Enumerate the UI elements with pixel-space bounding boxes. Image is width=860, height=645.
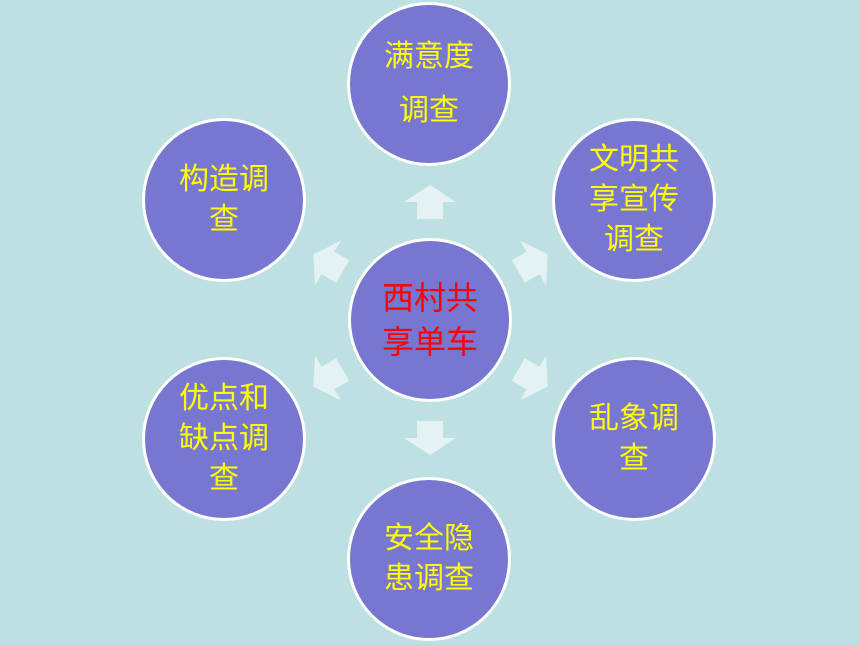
node-satisfaction-label: 满意度 调查 (384, 39, 474, 128)
arrow-down-icon (404, 421, 456, 455)
arrow-lower-right-icon (511, 355, 548, 401)
arrow-upper-left-icon (313, 240, 350, 286)
node-civilization-label: 文明共 享宣传 调查 (589, 142, 679, 257)
node-civilization: 文明共 享宣传 调查 (552, 118, 716, 282)
node-safety: 安全隐 患调查 (347, 477, 511, 641)
node-structure: 构造调 查 (142, 118, 306, 282)
center-node-label: 西村共 享单车 (381, 279, 478, 361)
node-pros-cons-label: 优点和 缺点调 查 (179, 381, 269, 496)
node-pros-cons: 优点和 缺点调 查 (142, 357, 306, 521)
node-safety-label: 安全隐 患调查 (384, 521, 474, 596)
node-satisfaction: 满意度 调查 (347, 2, 511, 166)
node-chaos-label: 乱象调 查 (589, 401, 679, 476)
arrow-lower-left-icon (313, 355, 350, 401)
arrow-up-icon (404, 185, 456, 219)
arrow-upper-right-icon (511, 240, 548, 286)
node-structure-label: 构造调 查 (179, 162, 269, 237)
center-node: 西村共 享单车 (348, 238, 512, 402)
node-chaos: 乱象调 查 (552, 357, 716, 521)
